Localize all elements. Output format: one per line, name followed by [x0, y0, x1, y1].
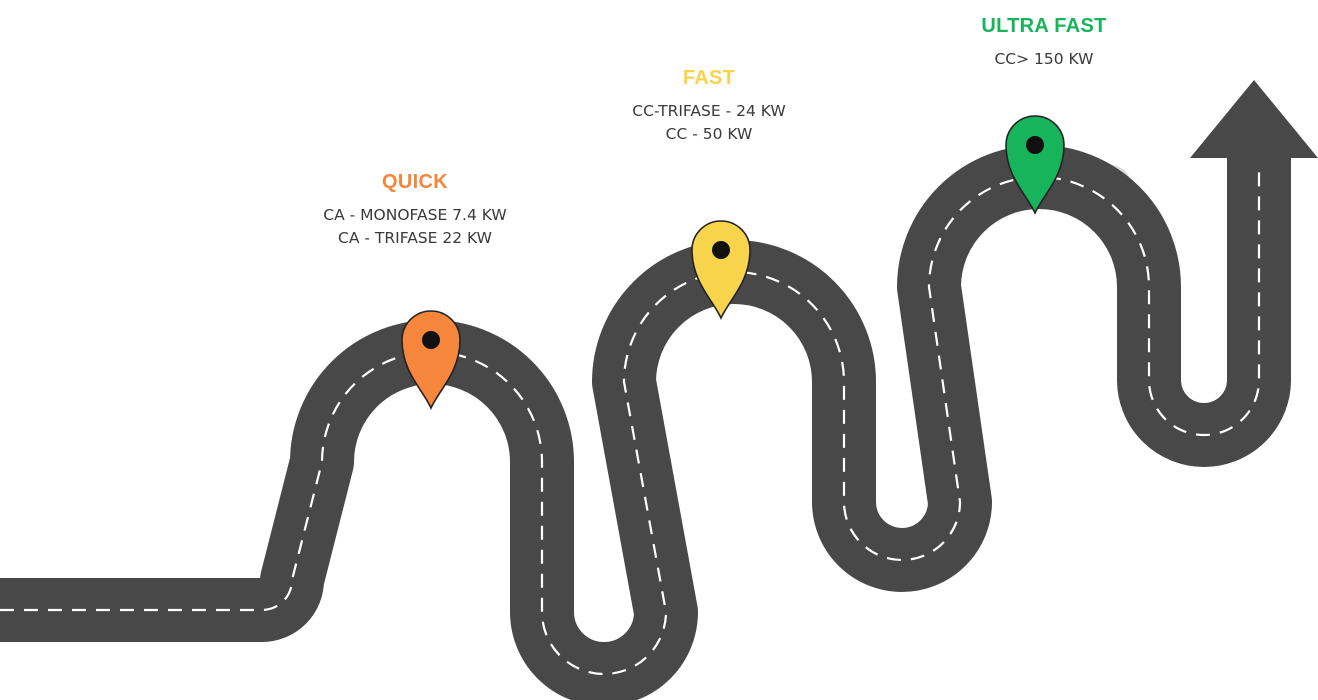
tier-spec-line: CA - TRIFASE 22 KW: [323, 227, 506, 250]
tier-title: ULTRA FAST: [981, 15, 1106, 38]
tier-ultra-fast: ULTRA FAST CC> 150 KW: [981, 15, 1106, 71]
quick-map-pin-icon: [402, 311, 460, 408]
road: [0, 158, 1259, 674]
tier-spec-line: CA - MONOFASE 7.4 KW: [323, 204, 506, 227]
tier-spec-line: CC> 150 KW: [981, 48, 1106, 71]
arrow-up-icon: [1190, 80, 1318, 158]
tier-title: QUICK: [323, 171, 506, 194]
tier-title: FAST: [632, 67, 785, 90]
tier-fast: FAST CC-TRIFASE - 24 KW CC - 50 KW: [632, 67, 785, 146]
tier-quick: QUICK CA - MONOFASE 7.4 KW CA - TRIFASE …: [323, 171, 506, 250]
tier-spec-line: CC-TRIFASE - 24 KW: [632, 100, 785, 123]
tier-spec-line: CC - 50 KW: [632, 123, 785, 146]
